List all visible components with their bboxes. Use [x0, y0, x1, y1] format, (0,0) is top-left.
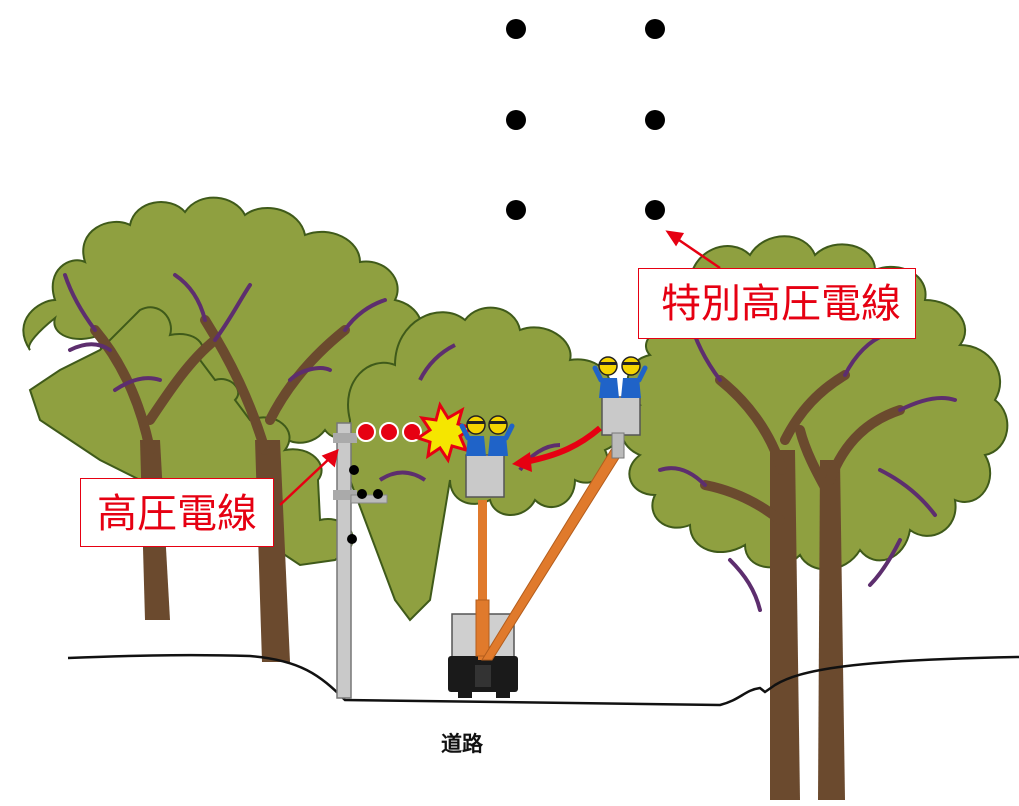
extra-high-voltage-wires — [506, 19, 665, 220]
callout-leaders — [279, 230, 721, 506]
bucket-truck-icon — [448, 396, 641, 698]
worker-icon — [459, 415, 515, 456]
worker-icon — [592, 356, 648, 398]
road-label: 道路 — [441, 732, 483, 756]
utility-pole-icon — [333, 422, 388, 699]
spark-icon — [414, 401, 476, 464]
ground-line — [67, 653, 1019, 707]
arrow-icon — [512, 425, 602, 472]
high-voltage-line-label: 高圧電線 — [80, 478, 274, 547]
high-voltage-wires — [356, 422, 422, 442]
extra-high-voltage-line-label: 特別高圧電線 — [638, 268, 916, 339]
